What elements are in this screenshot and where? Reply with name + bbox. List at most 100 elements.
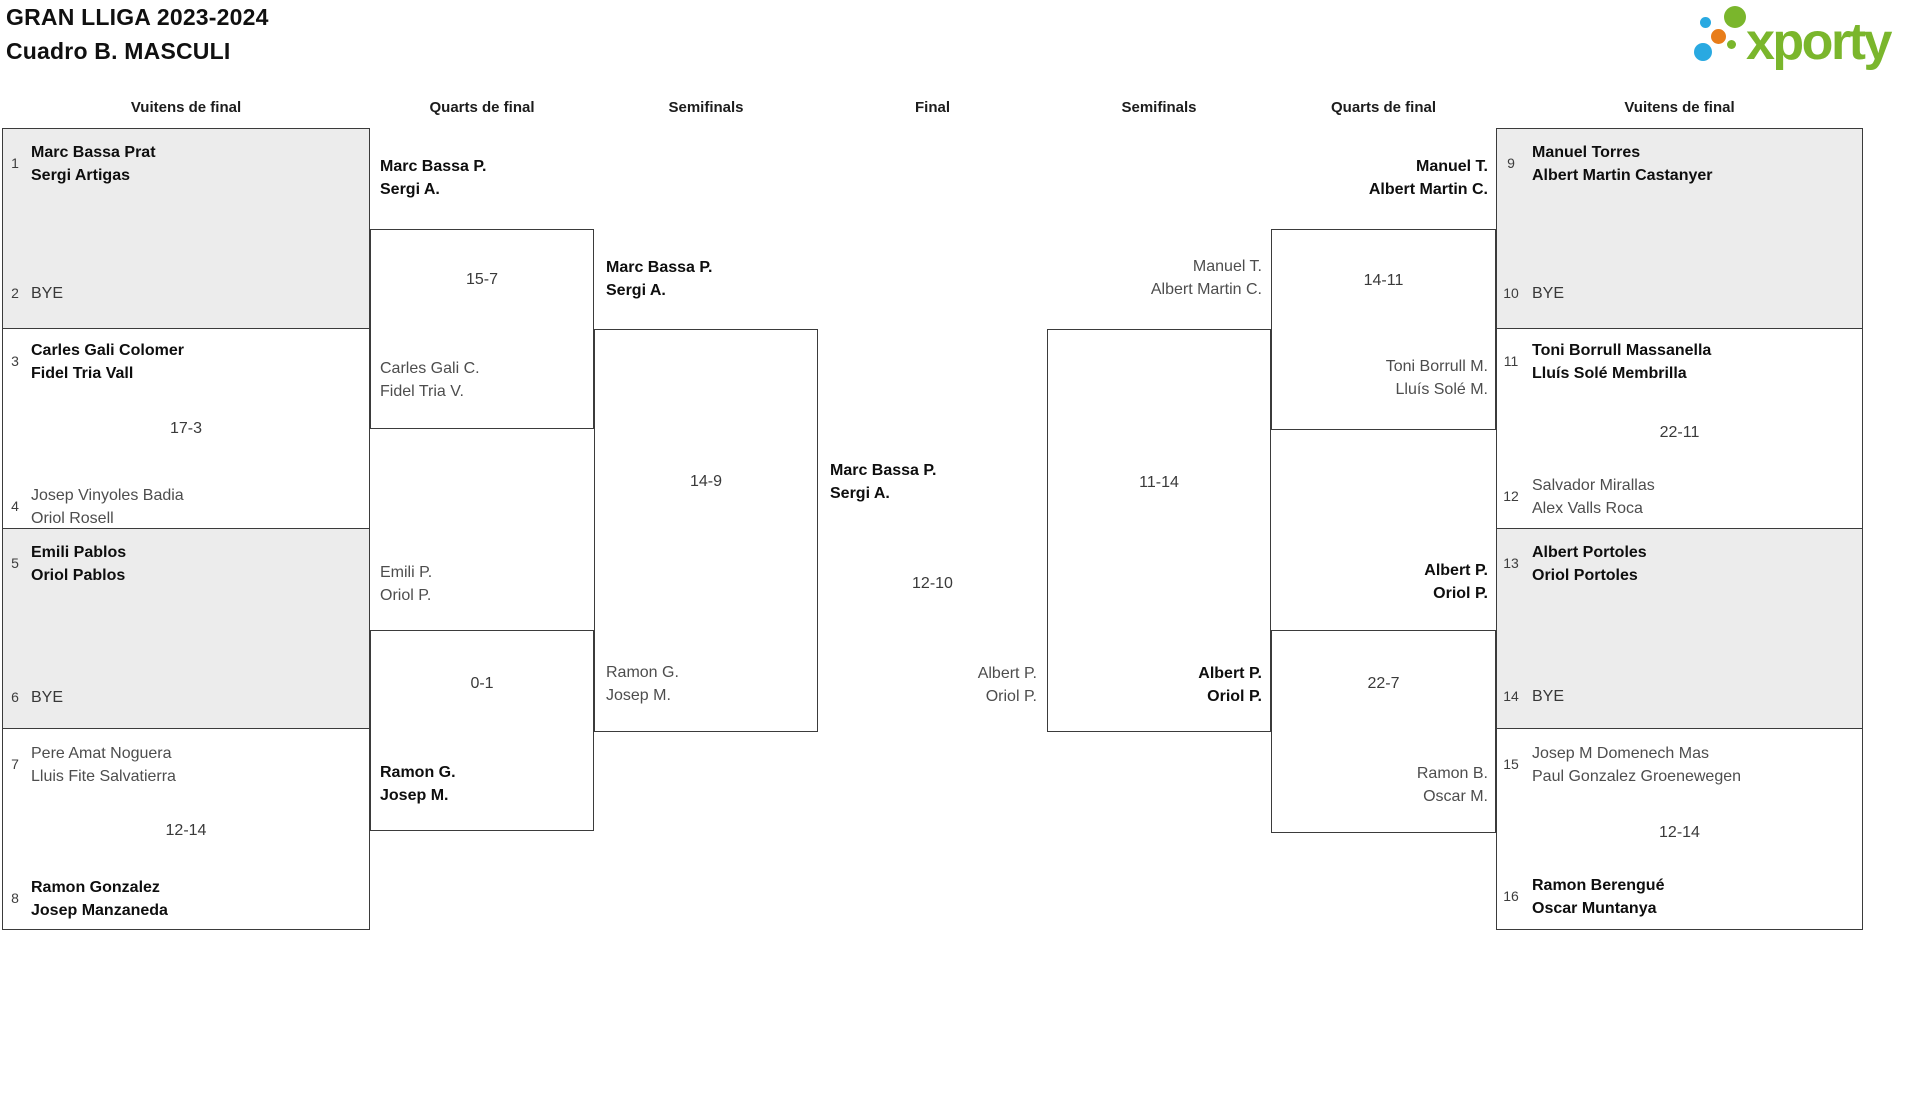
match-box-qf-right-1[interactable] [1271, 229, 1496, 430]
seed-16-number: 16 [1503, 888, 1519, 904]
seed-8-number: 8 [11, 890, 19, 906]
match-box-5-6[interactable] [2, 528, 370, 729]
qf-right2-bottom-player-1: Ramon B. [1416, 765, 1488, 782]
logo-wordmark: xporty [1746, 13, 1892, 71]
score-qf-left1: 15-7 [465, 271, 499, 288]
seed-10-bye-label: BYE [1532, 285, 1565, 302]
sf-right-bottom-player-2: Oriol P. [1207, 688, 1262, 705]
final-winner-player-2: Sergi A. [830, 485, 890, 502]
qf-left2-top-player-2: Oriol P. [380, 587, 432, 604]
score-match-15-16: 12-14 [1659, 824, 1700, 841]
round-header-r16-right: Vuitens de final [1624, 99, 1735, 116]
seed-5-player-1: Emili Pablos [31, 544, 127, 561]
seed-7-player-2: Lluis Fite Salvatierra [31, 768, 176, 785]
seed-11-number: 11 [1503, 353, 1519, 369]
seed-4-number: 4 [11, 498, 19, 514]
qf-right2-top-player-1: Albert P. [1424, 562, 1488, 579]
match-box-7-8[interactable] [2, 728, 370, 930]
match-box-11-12[interactable] [1496, 328, 1863, 529]
score-sf-left: 14-9 [689, 473, 723, 490]
qf-left2-top-player-1: Emili P. [380, 564, 433, 581]
sf-left-bottom-player-1: Ramon G. [606, 664, 679, 681]
seed-2-number: 2 [11, 285, 19, 301]
seed-15-player-2: Paul Gonzalez Groenewegen [1532, 768, 1742, 785]
score-qf-left2: 0-1 [470, 675, 494, 692]
score-match-3-4: 17-3 [169, 420, 203, 437]
qf-left1-bottom-player-1: Carles Gali C. [380, 360, 480, 377]
seed-7-number: 7 [11, 756, 19, 772]
seed-4-player-2: Oriol Rosell [31, 510, 114, 527]
seed-10-number: 10 [1503, 285, 1519, 301]
logo-dot-green-small-icon [1727, 40, 1736, 49]
seed-11-player-1: Toni Borrull Massanella [1532, 342, 1712, 359]
final-winner-player-1: Marc Bassa P. [830, 462, 937, 479]
sf-left-top-player-2: Sergi A. [606, 282, 666, 299]
seed-8-player-1: Ramon Gonzalez [31, 879, 160, 896]
match-box-15-16[interactable] [1496, 728, 1863, 930]
seed-11-player-2: Lluís Solé Membrilla [1532, 365, 1687, 382]
sf-right-bottom-player-1: Albert P. [1198, 665, 1262, 682]
qf-right1-bottom-player-1: Toni Borrull M. [1385, 358, 1488, 375]
match-box-qf-left-1[interactable] [370, 229, 594, 429]
final-runnerup-player-2: Oriol P. [985, 688, 1037, 705]
qf-left1-top-player-1: Marc Bassa P. [380, 158, 487, 175]
seed-3-player-2: Fidel Tria Vall [31, 365, 134, 382]
round-header-qf-left: Quarts de final [429, 99, 535, 116]
sf-left-bottom-player-2: Josep M. [606, 687, 671, 704]
seed-7-player-1: Pere Amat Noguera [31, 745, 172, 762]
match-box-9-10[interactable] [1496, 128, 1863, 329]
score-final: 12-10 [912, 575, 953, 592]
seed-13-player-2: Oriol Portoles [1532, 567, 1638, 584]
seed-4-player-1: Josep Vinyoles Badia [31, 487, 184, 504]
page-title: GRAN LLIGA 2023-2024 Cuadro B. MASCULI [6, 0, 269, 68]
seed-13-number: 13 [1503, 555, 1519, 571]
sf-right-top-player-1: Manuel T. [1192, 258, 1262, 275]
qf-left2-bottom-player-1: Ramon G. [380, 764, 456, 781]
seed-5-player-2: Oriol Pablos [31, 567, 126, 584]
seed-2-bye-label: BYE [31, 285, 64, 302]
round-header-qf-right: Quarts de final [1330, 99, 1437, 116]
match-box-sf-right[interactable] [1047, 329, 1271, 732]
qf-right2-bottom-player-2: Oscar M. [1423, 788, 1488, 805]
qf-right1-bottom-player-2: Lluís Solé M. [1395, 381, 1488, 398]
seed-1-player-1: Marc Bassa Prat [31, 144, 156, 161]
seed-12-player-2: Alex Valls Roca [1532, 500, 1643, 517]
qf-left1-top-player-2: Sergi A. [380, 181, 440, 198]
seed-1-number: 1 [11, 155, 19, 171]
seed-16-player-2: Oscar Muntanya [1532, 900, 1657, 917]
seed-1-player-2: Sergi Artigas [31, 167, 130, 184]
page-title-line2: Cuadro B. MASCULI [6, 38, 231, 64]
logo-dot-blue-large-icon [1694, 43, 1712, 61]
match-box-13-14[interactable] [1496, 528, 1863, 729]
match-box-qf-left-2[interactable] [370, 630, 594, 831]
score-qf-right1: 14-11 [1363, 272, 1404, 289]
seed-9-player-1: Manuel Torres [1532, 144, 1641, 161]
seed-9-number: 9 [1507, 155, 1515, 171]
logo-dot-blue-small-icon [1700, 17, 1711, 28]
seed-3-number: 3 [11, 353, 19, 369]
match-box-sf-left[interactable] [594, 329, 818, 732]
seed-12-number: 12 [1503, 488, 1519, 504]
round-header-sf-right: Semifinals [1121, 99, 1197, 116]
logo-dot-orange-icon [1711, 29, 1726, 44]
seed-14-bye-label: BYE [1532, 688, 1565, 705]
score-match-11-12: 22-11 [1659, 424, 1700, 441]
match-box-qf-right-2[interactable] [1271, 630, 1496, 833]
match-box-3-4[interactable] [2, 328, 370, 529]
qf-right2-top-player-2: Oriol P. [1433, 585, 1488, 602]
seed-15-player-1: Josep M Domenech Mas [1532, 745, 1709, 762]
round-header-final: Final [914, 99, 950, 116]
seed-15-number: 15 [1503, 756, 1519, 772]
score-match-7-8: 12-14 [165, 822, 207, 839]
sf-right-top-player-2: Albert Martin C. [1150, 281, 1262, 298]
seed-9-player-2: Albert Martin Castanyer [1532, 167, 1713, 184]
score-qf-right2: 22-7 [1367, 675, 1400, 692]
sf-left-top-player-1: Marc Bassa P. [606, 259, 713, 276]
seed-5-number: 5 [11, 555, 19, 571]
qf-right1-top-player-1: Manuel T. [1415, 158, 1488, 175]
seed-8-player-2: Josep Manzaneda [31, 902, 168, 919]
round-header-r16-left: Vuitens de final [130, 99, 242, 116]
logo-dot-green-large-icon [1724, 6, 1746, 28]
seed-12-player-1: Salvador Mirallas [1532, 477, 1655, 494]
